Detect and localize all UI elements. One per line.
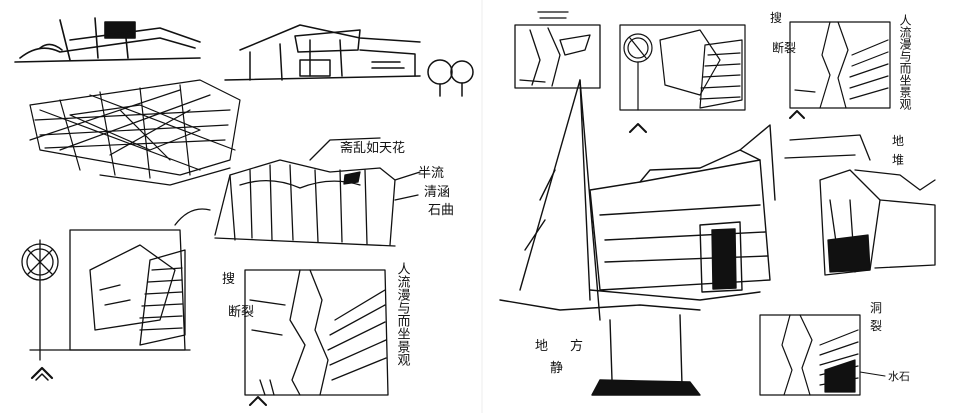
plan-label-a-right: 搜 [770,10,782,25]
note-bottom-right-b: 裂 [870,319,882,333]
stair-plan-right [789,21,891,109]
note-wall-b: 清涵 [424,185,450,200]
plan-vertical-right: 人流漫与而坐景观 [898,14,912,110]
side-elevation [784,134,936,276]
stair-plan-bottom [759,314,861,396]
plan-label-a-left: 搜 [222,272,235,287]
note-bottom-left-a: 地 [535,339,548,354]
note-bottom-left-c: 静 [550,361,563,376]
note-bottom-left-b: 方 [570,338,583,354]
note-wall-a: 半流 [418,166,444,181]
note-side-b: 堆 [892,153,904,167]
leader-line-water [859,371,886,377]
site-plan-left [21,229,191,361]
stair-plan-left [244,269,389,396]
plan-vertical-left: 人流漫与而坐景观 [395,262,411,366]
note-wall-c: 石曲 [428,203,454,218]
left-page: 斋乱如天花 半流 清涵 石曲 搜 断裂 [14,17,474,406]
perspective-wireframe [29,79,241,186]
site-plan-right [619,24,746,111]
note-side-a: 地 [892,134,904,148]
north-arrow-left [30,366,54,381]
elevation-sketch-1 [14,17,201,63]
right-page: 搜 断裂 人流漫与而坐景观 地 [499,10,936,396]
elevation-sketch-2 [224,24,474,97]
interior-perspective [174,137,421,247]
note-ceiling: 斋乱如天花 [340,140,405,156]
main-perspective [499,79,776,396]
plan-label-b-left: 断裂 [228,305,254,320]
north-arrow-left-2 [249,396,267,406]
plan-label-b-right: 断裂 [772,40,796,55]
north-arrow-right [629,123,647,133]
note-water: 水石 [888,370,910,383]
note-bottom-right-a: 洞 [870,301,882,315]
north-arrow-right-2 [789,110,805,119]
thumbnail-1 [514,11,601,89]
